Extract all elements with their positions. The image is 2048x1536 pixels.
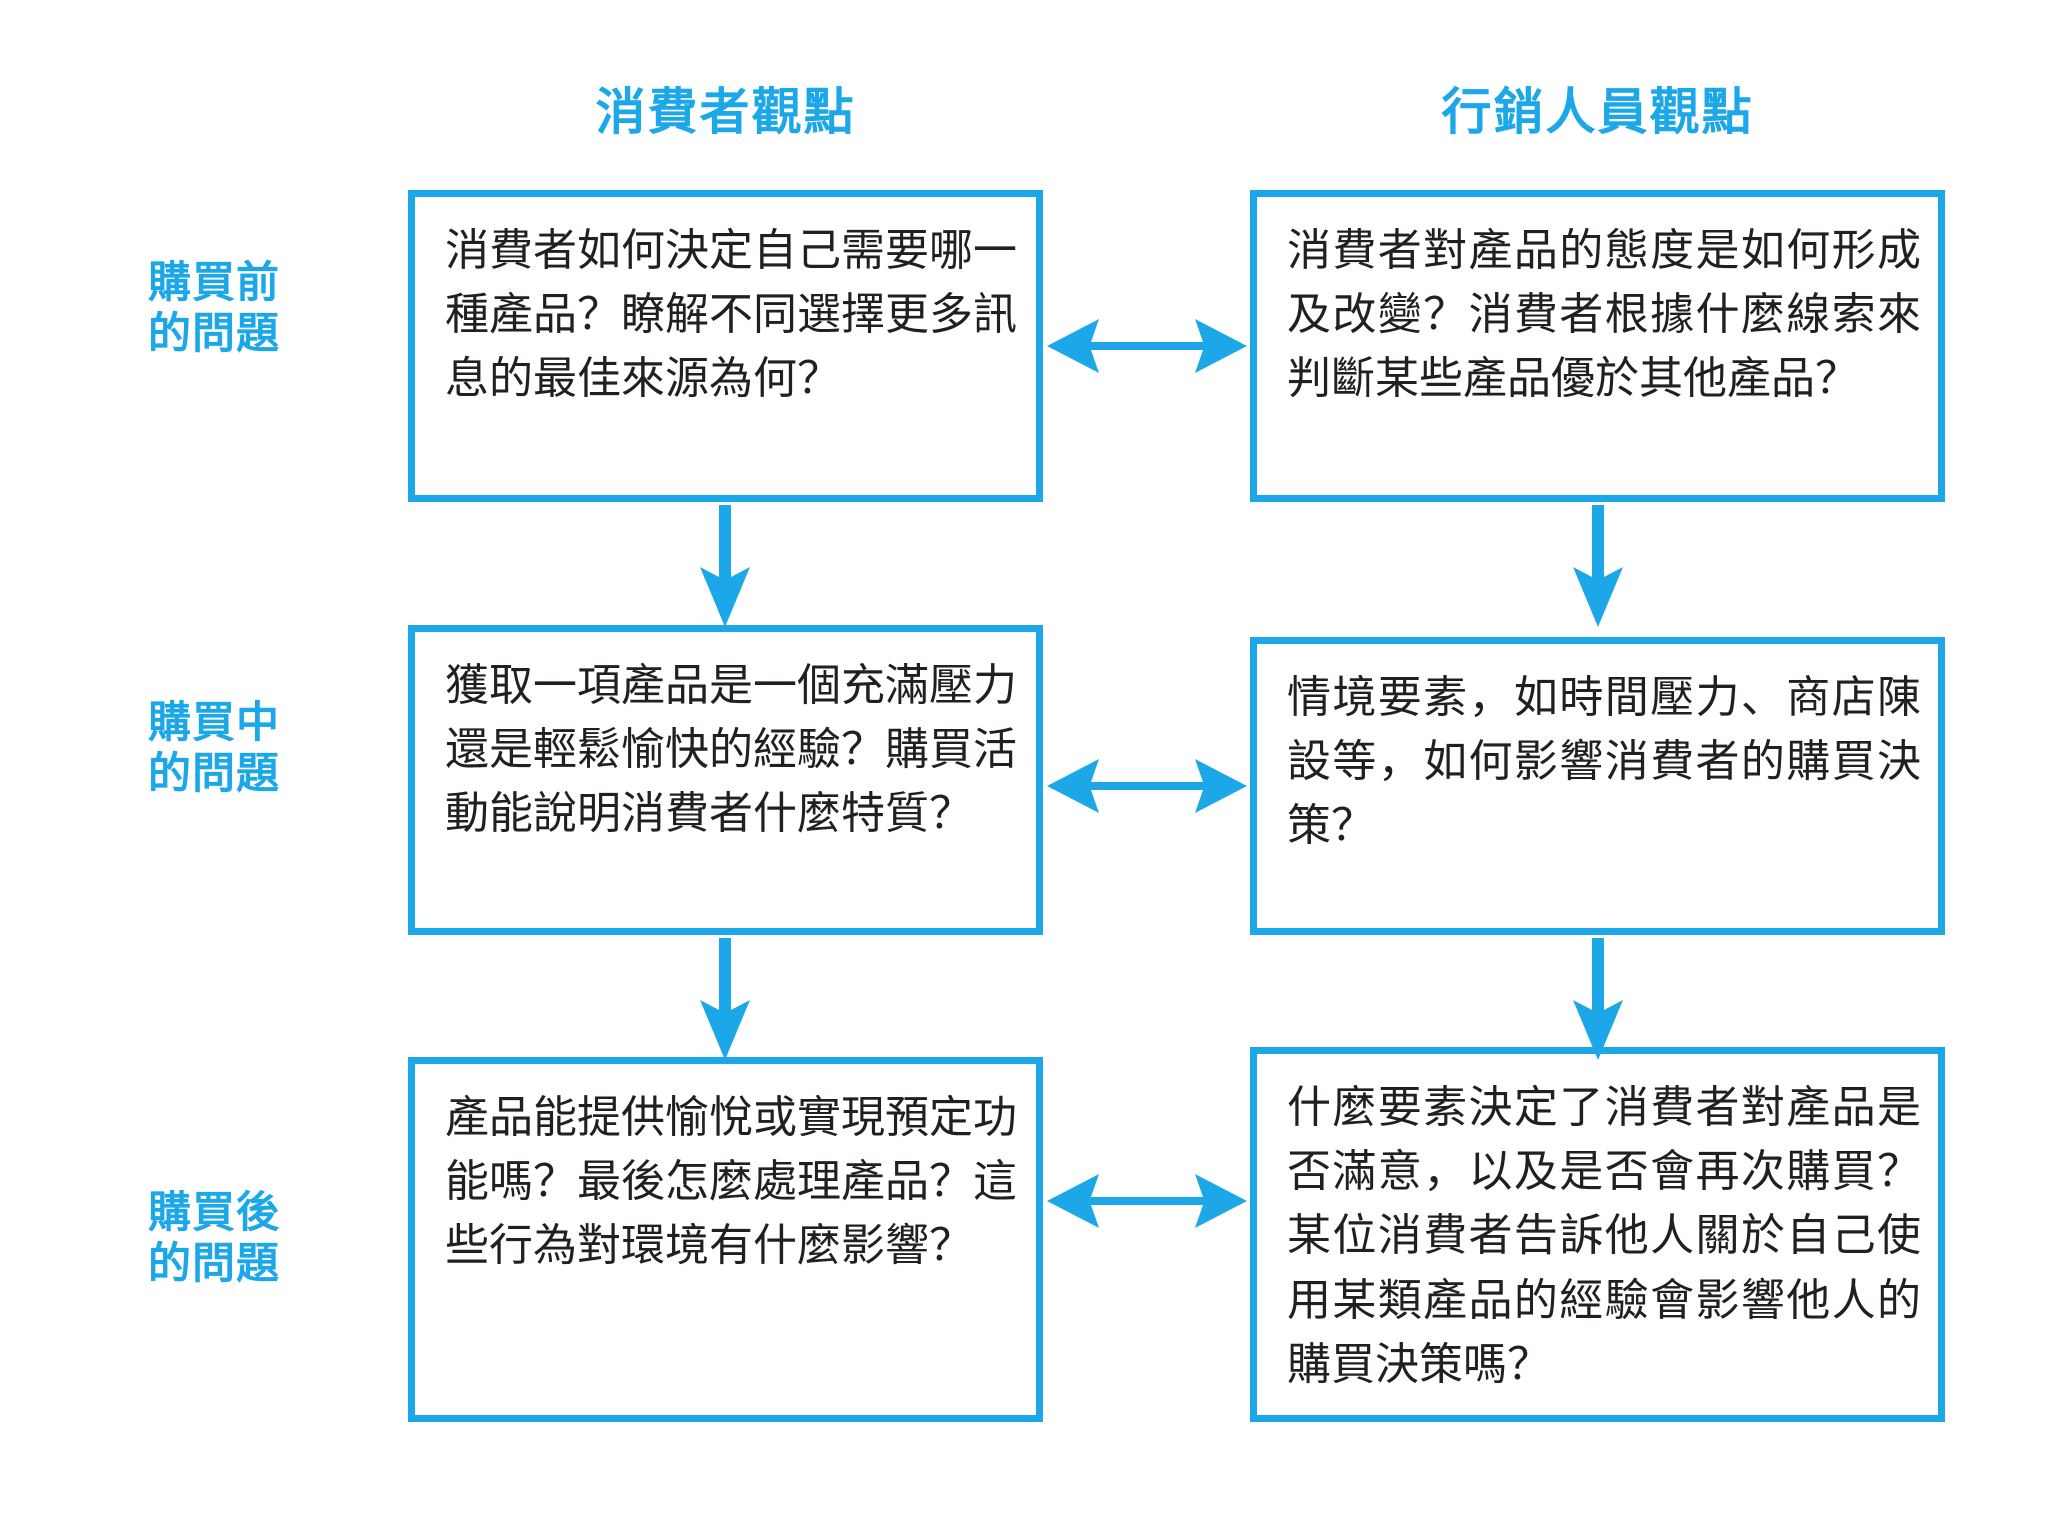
- question-box-marketer-pre-purchase: 消費者對產品的態度是如何形成及改變？消費者根據什麼線索來判斷某些產品優於其他產品…: [1250, 190, 1945, 502]
- arrow-down-icon: [690, 938, 760, 1060]
- row-label-pre-purchase-line2: 的問題: [148, 309, 280, 358]
- question-text-consumer-post-purchase: 產品能提供愉悅或實現預定功能嗎？最後怎麼處理產品？這些行為對環境有什麼影響？: [445, 1093, 1017, 1271]
- arrow-down-icon: [690, 505, 760, 627]
- row-label-pre-purchase: 購買前 的問題: [148, 258, 378, 359]
- arrow-down-icon: [1563, 938, 1633, 1060]
- column-header-consumer: 消費者觀點: [595, 84, 856, 140]
- column-header-marketer: 行銷人員觀點: [1441, 84, 1754, 140]
- double-arrow-horizontal-icon: [1047, 1166, 1247, 1236]
- row-label-post-purchase: 購買後 的問題: [148, 1188, 378, 1289]
- question-text-consumer-during-purchase: 獲取一項產品是一個充滿壓力還是輕鬆愉快的經驗？購買活動能說明消費者什麼特質？: [445, 661, 1017, 839]
- row-label-during-purchase: 購買中 的問題: [148, 698, 378, 799]
- question-box-consumer-post-purchase: 產品能提供愉悅或實現預定功能嗎？最後怎麼處理產品？這些行為對環境有什麼影響？: [408, 1057, 1043, 1422]
- row-label-pre-purchase-line1: 購買前: [148, 259, 280, 307]
- question-text-marketer-post-purchase: 什麼要素決定了消費者對產品是否滿意，以及是否會再次購買？某位消費者告訴他人關於自…: [1287, 1083, 1921, 1389]
- question-box-consumer-during-purchase: 獲取一項產品是一個充滿壓力還是輕鬆愉快的經驗？購買活動能說明消費者什麼特質？: [408, 625, 1043, 935]
- arrow-down-icon: [1563, 505, 1633, 627]
- question-box-marketer-during-purchase: 情境要素，如時間壓力、商店陳設等，如何影響消費者的購買決策？: [1250, 637, 1945, 935]
- question-text-consumer-pre-purchase: 消費者如何決定自己需要哪一種產品？瞭解不同選擇更多訊息的最佳來源為何？: [445, 226, 1017, 404]
- double-arrow-horizontal-icon: [1047, 751, 1247, 821]
- row-label-post-purchase-line1: 購買後: [148, 1189, 280, 1237]
- row-label-post-purchase-line2: 的問題: [148, 1239, 280, 1288]
- question-text-marketer-pre-purchase: 消費者對產品的態度是如何形成及改變？消費者根據什麼線索來判斷某些產品優於其他產品…: [1287, 226, 1921, 404]
- double-arrow-horizontal-icon: [1047, 311, 1247, 381]
- question-box-consumer-pre-purchase: 消費者如何決定自己需要哪一種產品？瞭解不同選擇更多訊息的最佳來源為何？: [408, 190, 1043, 502]
- row-label-during-purchase-line1: 購買中: [148, 699, 280, 747]
- row-label-during-purchase-line2: 的問題: [148, 749, 280, 798]
- question-box-marketer-post-purchase: 什麼要素決定了消費者對產品是否滿意，以及是否會再次購買？某位消費者告訴他人關於自…: [1250, 1047, 1945, 1422]
- question-text-marketer-during-purchase: 情境要素，如時間壓力、商店陳設等，如何影響消費者的購買決策？: [1287, 673, 1921, 851]
